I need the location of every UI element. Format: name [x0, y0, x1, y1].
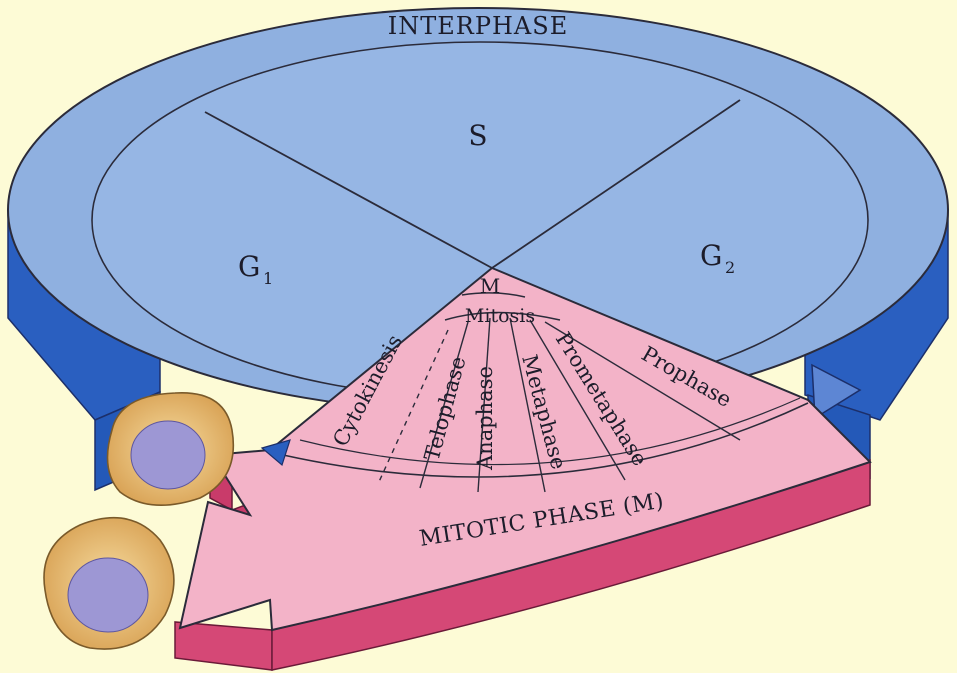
mitosis-label: Mitosis — [465, 305, 535, 327]
s-phase-label: S — [468, 119, 487, 152]
svg-text:G: G — [238, 250, 260, 283]
stage-label-anaphase: Anaphase — [473, 366, 497, 471]
svg-text:2: 2 — [725, 258, 735, 277]
interphase-label: INTERPHASE — [388, 12, 568, 40]
mitotic-wedge-side — [175, 622, 272, 670]
svg-text:G: G — [700, 239, 722, 272]
cell-nucleus-icon — [68, 558, 148, 632]
svg-text:1: 1 — [263, 269, 273, 288]
daughter-cell-lower — [44, 518, 174, 649]
daughter-cell-upper — [108, 393, 234, 505]
cell-nucleus-icon — [131, 421, 205, 489]
m-label: M — [480, 274, 500, 298]
